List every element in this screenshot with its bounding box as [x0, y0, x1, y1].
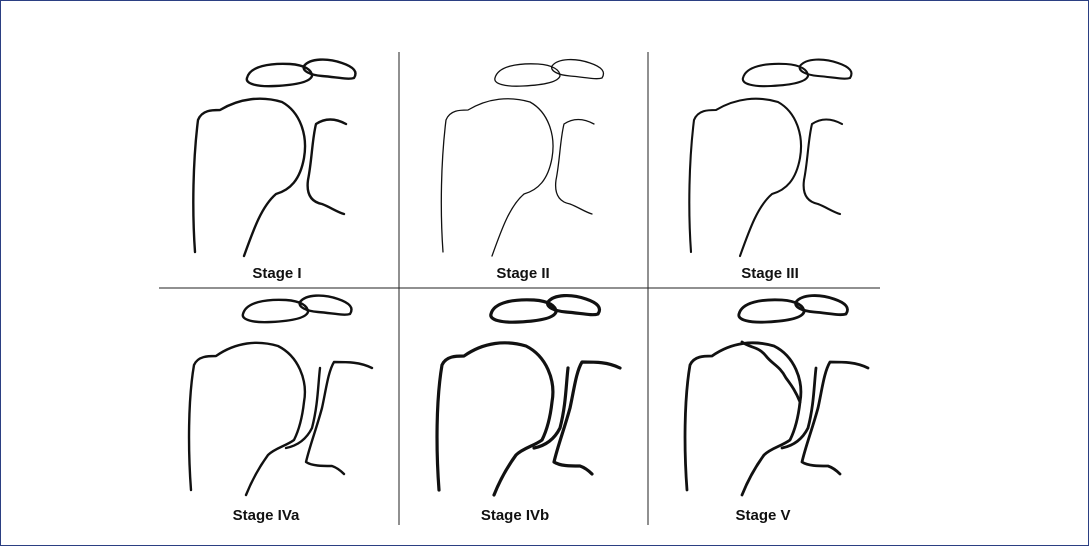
stage-iii-drawing — [689, 60, 851, 256]
stage-label-ii: Stage II — [423, 265, 623, 282]
stage-label-ivb: Stage IVb — [415, 507, 615, 524]
stage-label-iva: Stage IVa — [166, 507, 366, 524]
stage-label-i: Stage I — [177, 265, 377, 282]
stage-v-drawing — [685, 296, 868, 495]
stage-label-v: Stage V — [663, 507, 863, 524]
stage-label-iii: Stage III — [670, 265, 870, 282]
stage-v-contact-line — [742, 342, 800, 402]
stage-ii-drawing — [441, 60, 603, 256]
stage-iva-drawing — [189, 296, 372, 495]
stage-ivb-drawing — [437, 296, 620, 495]
stage-i-drawing — [193, 60, 355, 256]
